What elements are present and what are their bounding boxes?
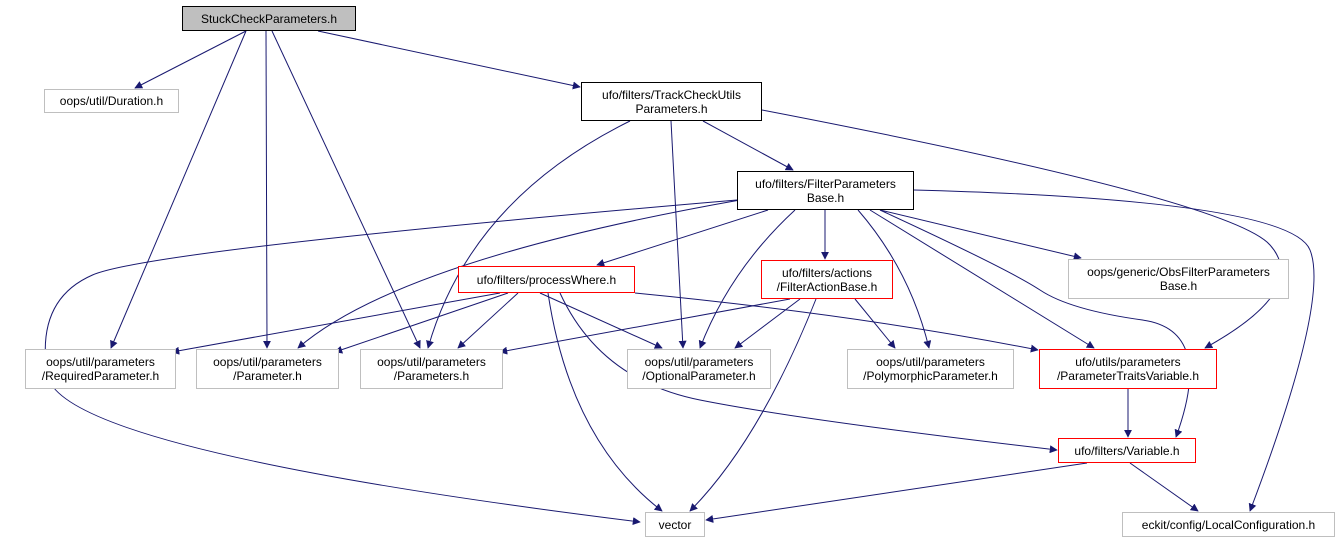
node-label-line-2: /RequiredParameter.h	[41, 369, 160, 383]
edge-actionbase-to-optional	[734, 298, 801, 349]
edge-stuck-to-parameters	[271, 30, 421, 349]
node-label-line-1: ufo/filters/actions	[781, 265, 873, 280]
edge-stuck-to-trackutils	[317, 30, 581, 90]
node-label-line-1: oops/util/parameters	[876, 355, 985, 369]
edge-stuck-to-duration	[134, 30, 247, 89]
edge-filterbase-to-polymorphic	[857, 209, 932, 349]
node-parameter[interactable]: oops/util/parameters /Parameter.h	[196, 349, 339, 389]
node-variable[interactable]: ufo/filters/Variable.h	[1058, 438, 1196, 463]
node-label-line-2: Base.h	[806, 190, 845, 205]
edge-processwhere-to-traits	[634, 292, 1039, 353]
node-label-line-1: ufo/filters/TrackCheckUtils	[602, 87, 741, 102]
edge-actionbase-to-vector	[689, 298, 817, 512]
edge-stuck-to-required	[110, 30, 247, 349]
edge-processwhere-to-parameter	[334, 292, 509, 354]
node-label-line-2: Parameters.h	[635, 101, 708, 116]
node-label-line-1: oops/util/parameters	[46, 355, 155, 369]
edge-stuck-to-parameter	[262, 30, 271, 349]
edge-processwhere-to-required	[171, 292, 501, 355]
node-label-line-1: ufo/utils/parameters	[1075, 355, 1181, 369]
edge-filterbase-to-traits	[869, 209, 1095, 349]
edge-actionbase-to-polymorphic	[854, 298, 896, 349]
node-label-line-2: /Parameters.h	[393, 369, 470, 383]
node-label: StuckCheckParameters.h	[200, 11, 338, 26]
node-label-line-1: oops/util/parameters	[377, 355, 486, 369]
node-label-line-2: /PolymorphicParameter.h	[863, 369, 998, 383]
node-label: eckit/config/LocalConfiguration.h	[1141, 517, 1316, 532]
edge-filterbase-to-variable	[879, 209, 1191, 438]
node-label-line-1: oops/util/parameters	[213, 355, 322, 369]
edge-filterbase-to-processwhere	[596, 209, 769, 267]
edge-processwhere-to-parameters	[457, 292, 519, 349]
node-requiredparameter[interactable]: oops/util/parameters /RequiredParameter.…	[25, 349, 176, 389]
node-label: oops/util/Duration.h	[59, 94, 164, 108]
node-label-line-2: /FilterActionBase.h	[776, 279, 878, 294]
edge-variable-to-localconfig	[1129, 462, 1199, 512]
node-label-line-2: /OptionalParameter.h	[642, 369, 756, 383]
node-label-line-2: /Parameter.h	[233, 369, 302, 383]
edge-filterbase-to-obsfilter	[879, 209, 1082, 261]
edge-processwhere-to-variable	[559, 292, 1058, 454]
node-label-line-1: ufo/filters/FilterParameters	[755, 176, 896, 191]
edge-trackutils-to-parameters	[426, 120, 631, 349]
node-filteractionbase[interactable]: ufo/filters/actions /FilterActionBase.h	[761, 260, 893, 299]
node-label-line-2: Base.h	[1159, 279, 1198, 293]
node-localconfiguration[interactable]: eckit/config/LocalConfiguration.h	[1122, 512, 1335, 537]
edge-filterbase-to-optional	[698, 209, 796, 349]
edge-trackutils-to-traits	[761, 109, 1282, 349]
node-parameters[interactable]: oops/util/parameters /Parameters.h	[360, 349, 503, 389]
node-trackcheckutilsparameters[interactable]: ufo/filters/TrackCheckUtils Parameters.h	[581, 82, 762, 121]
node-label: ufo/filters/processWhere.h	[476, 272, 617, 287]
node-label-line-2: /ParameterTraitsVariable.h	[1056, 369, 1200, 383]
node-optionalparameter[interactable]: oops/util/parameters /OptionalParameter.…	[627, 349, 771, 389]
node-vector[interactable]: vector	[645, 512, 705, 537]
edge-processwhere-to-vector	[547, 292, 663, 512]
edge-processwhere-to-optional	[539, 292, 663, 349]
node-duration[interactable]: oops/util/Duration.h	[44, 89, 179, 113]
node-label: ufo/filters/Variable.h	[1074, 443, 1180, 458]
node-filterparametersbase[interactable]: ufo/filters/FilterParameters Base.h	[737, 171, 914, 210]
edge-variable-to-vector	[705, 462, 1088, 523]
edge-filterbase-to-localconfig	[913, 189, 1315, 512]
edge-trackutils-to-filterbase	[702, 120, 794, 171]
node-label-line-1: oops/util/parameters	[644, 355, 754, 369]
node-parametertraitsvariable[interactable]: ufo/utils/parameters /ParameterTraitsVar…	[1039, 349, 1217, 389]
node-label: vector	[658, 517, 692, 532]
node-obsfilterparametersbase[interactable]: oops/generic/ObsFilterParameters Base.h	[1068, 259, 1289, 299]
node-polymorphicparameter[interactable]: oops/util/parameters /PolymorphicParamet…	[847, 349, 1014, 389]
node-processwhere[interactable]: ufo/filters/processWhere.h	[458, 266, 635, 293]
edge-filterbase-to-vector	[44, 199, 738, 526]
edge-actionbase-to-parameters	[499, 298, 791, 355]
node-label-line-1: oops/generic/ObsFilterParameters	[1087, 265, 1270, 279]
node-stuckcheckparameters[interactable]: StuckCheckParameters.h	[182, 6, 356, 31]
edge-trackutils-to-optional	[670, 120, 687, 349]
